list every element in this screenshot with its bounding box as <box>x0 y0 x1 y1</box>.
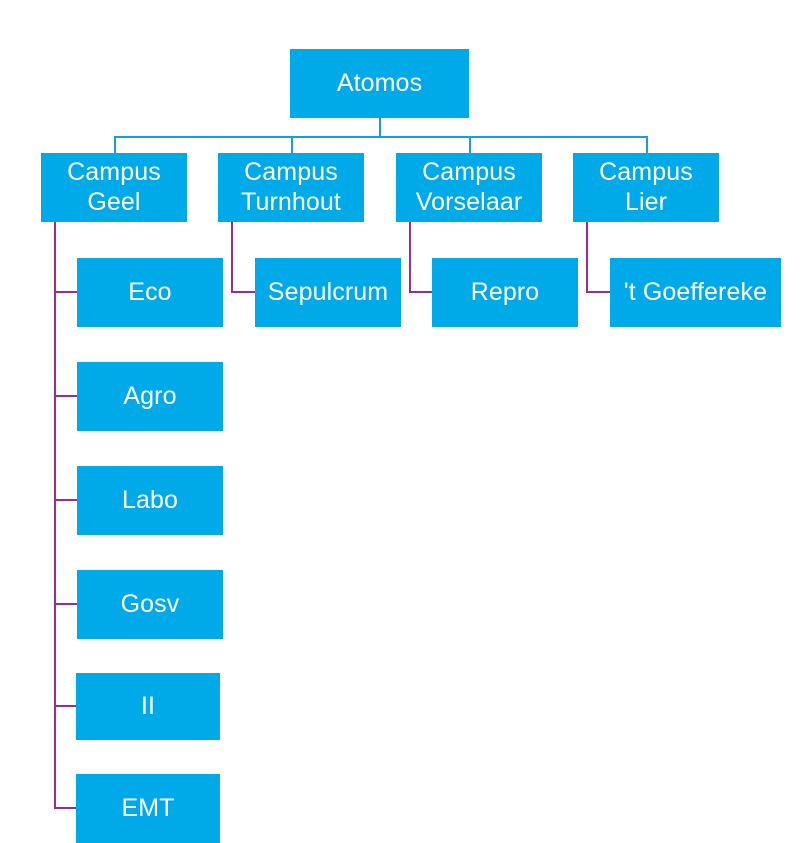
node-agro[interactable]: Agro <box>77 362 223 431</box>
node-campus-lier[interactable]: Campus Lier <box>573 153 719 222</box>
node-sepulcrum[interactable]: Sepulcrum <box>255 258 401 327</box>
node-emt[interactable]: EMT <box>76 774 220 843</box>
node-repro[interactable]: Repro <box>432 258 578 327</box>
node-campus-vorselaar[interactable]: Campus Vorselaar <box>396 153 542 222</box>
connector-turnhout-to-sepulcrum <box>231 222 256 293</box>
node-atomos[interactable]: Atomos <box>290 49 469 118</box>
node-gosv[interactable]: Gosv <box>77 570 223 639</box>
connector-stem-campus-turnhout <box>291 136 293 154</box>
connector-stem-campus-lier <box>646 136 648 154</box>
node-campus-geel[interactable]: Campus Geel <box>41 153 187 222</box>
connector-stem-campus-geel <box>114 136 116 154</box>
connector-stem-campus-vorselaar <box>469 136 471 154</box>
node-eco[interactable]: Eco <box>77 258 223 327</box>
connector-campus-bus <box>114 136 646 138</box>
connector-root-drop <box>379 117 381 137</box>
node-goeffereke[interactable]: 't Goeffereke <box>610 258 781 327</box>
connector-geel-to-emt <box>54 222 77 809</box>
node-labo[interactable]: Labo <box>77 466 223 535</box>
node-campus-turnhout[interactable]: Campus Turnhout <box>218 153 364 222</box>
node-ii[interactable]: II <box>76 673 220 740</box>
connector-vorselaar-to-repro <box>409 222 433 293</box>
connector-lier-to-goeffereke <box>586 222 611 293</box>
